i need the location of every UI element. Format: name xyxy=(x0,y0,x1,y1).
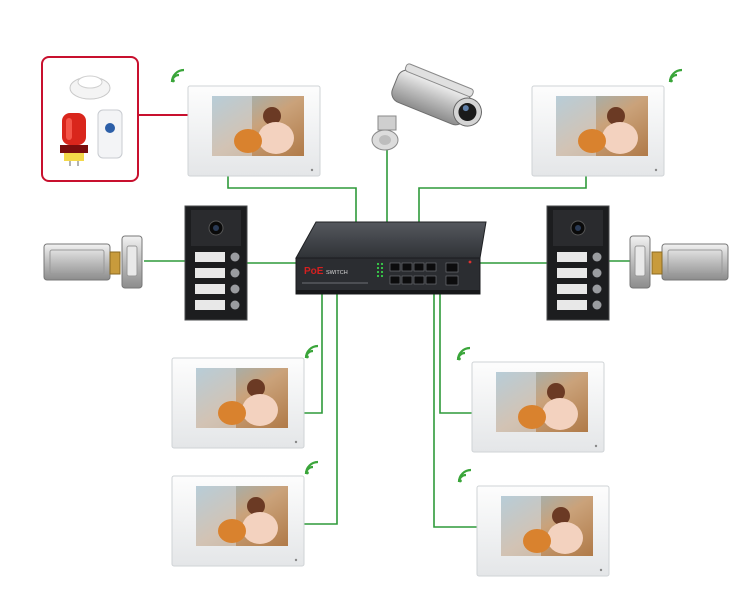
link-mid-right-monitor xyxy=(439,294,472,414)
indoor-monitor-mid-right xyxy=(456,346,605,453)
indoor-monitor-bottom-right xyxy=(457,468,610,577)
door-station-left xyxy=(184,205,248,321)
wifi-icon xyxy=(456,346,472,362)
wifi-icon xyxy=(304,460,320,476)
motion-sensor-icon xyxy=(97,109,123,159)
switch-brand-label: PoE xyxy=(304,266,324,277)
strobe-siren-icon xyxy=(60,113,88,166)
poe-switch: PoE SWITCH xyxy=(295,221,487,295)
indoor-monitor-top-left xyxy=(170,68,321,177)
electric-lock-right xyxy=(629,235,729,289)
wifi-icon xyxy=(457,468,473,484)
indoor-monitor-top-right xyxy=(531,68,684,177)
switch-model-label: SWITCH xyxy=(326,270,348,276)
switch-leds xyxy=(376,260,472,278)
link-top-right-monitor xyxy=(418,176,587,224)
camera-icon xyxy=(371,63,482,151)
indoor-monitor-bottom-left xyxy=(171,460,320,567)
wifi-icon xyxy=(170,68,186,84)
wifi-icon xyxy=(304,344,320,360)
electric-lock-left xyxy=(43,235,143,289)
wifi-icon xyxy=(668,68,684,84)
link-top-left-monitor xyxy=(227,176,357,224)
alarm-sensor-group xyxy=(41,56,139,182)
connection-lines xyxy=(144,150,632,528)
door-station-right xyxy=(546,205,610,321)
link-bottom-left-monitor xyxy=(304,294,338,525)
indoor-monitor-mid-left xyxy=(171,344,320,449)
switch-ports xyxy=(389,262,459,286)
link-bottom-right-monitor xyxy=(433,294,477,528)
link-mid-left-monitor xyxy=(302,294,323,414)
smoke-detector-icon xyxy=(69,75,111,100)
